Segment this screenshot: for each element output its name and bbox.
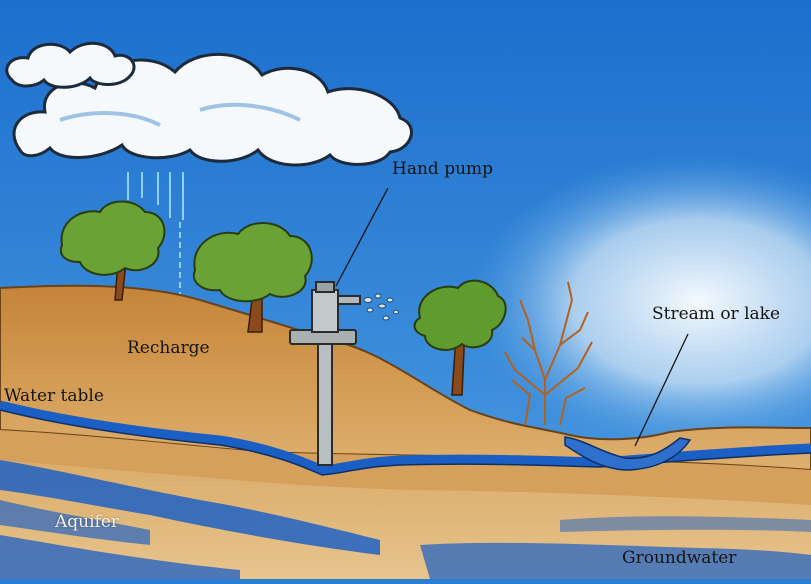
groundwater-aquifer (0, 460, 811, 579)
tree-right (413, 279, 507, 396)
tree-left (60, 200, 166, 301)
dry-tree (504, 281, 593, 426)
hand-pump-leader (335, 187, 389, 287)
label-stream-or-lake: Stream or lake (652, 304, 781, 324)
soil-hill (0, 284, 811, 472)
tree-middle (192, 221, 313, 333)
stream-lake (564, 436, 692, 471)
label-water-table: Water table (4, 386, 104, 406)
label-hand-pump: Hand pump (392, 159, 494, 179)
water-splash (363, 293, 399, 321)
rain-arrows (127, 172, 184, 220)
hand-pump (289, 281, 361, 466)
cloud (5, 41, 413, 167)
soil-middle (0, 430, 811, 505)
label-recharge: Recharge (127, 338, 210, 358)
stream-leader (634, 333, 689, 447)
label-aquifer: Aquifer (55, 512, 120, 532)
label-groundwater: Groundwater (622, 548, 737, 568)
